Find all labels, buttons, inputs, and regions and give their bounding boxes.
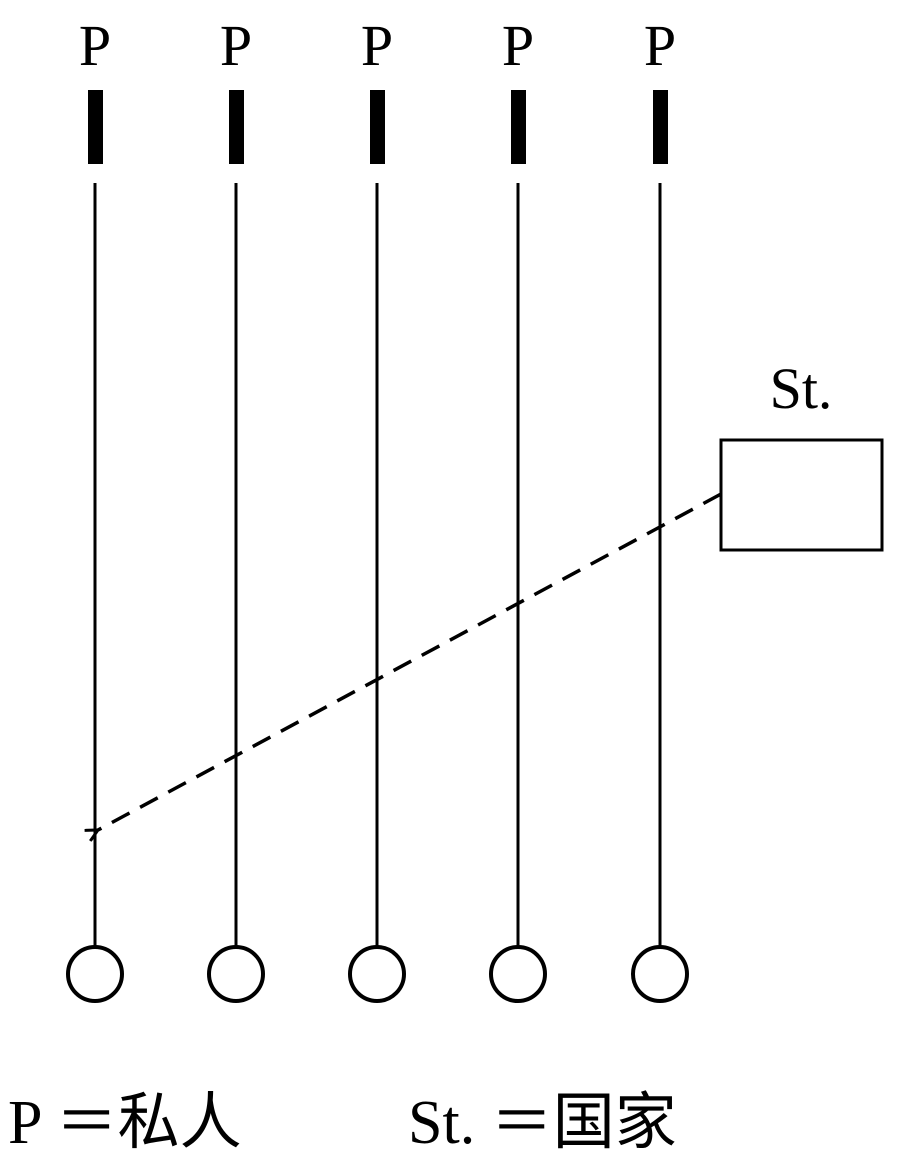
private-marker-bar <box>653 90 668 164</box>
private-circle <box>489 945 547 1003</box>
private-label: P <box>361 13 393 78</box>
state-label: St. <box>770 356 833 421</box>
private-marker-bar <box>370 90 385 164</box>
legend-private: P ＝私人 <box>8 1089 242 1157</box>
state-to-private-arrow <box>98 492 722 830</box>
state-box <box>719 438 884 552</box>
private-circle <box>348 945 406 1003</box>
legend-state: St. ＝国家 <box>408 1089 677 1157</box>
private-label: P <box>502 13 534 78</box>
legend: P ＝私人 St. ＝国家 <box>8 1089 677 1157</box>
private-column: P <box>348 13 406 1003</box>
private-marker-bar <box>229 90 244 164</box>
private-circle <box>66 945 124 1003</box>
private-label: P <box>79 13 111 78</box>
private-circle <box>207 945 265 1003</box>
private-label: P <box>644 13 676 78</box>
private-label: P <box>220 13 252 78</box>
private-circle <box>631 945 689 1003</box>
private-marker-bar <box>88 90 103 164</box>
private-marker-bar <box>511 90 526 164</box>
private-column: P <box>66 13 124 1003</box>
state-node: St. <box>719 356 884 552</box>
private-column: P <box>207 13 265 1003</box>
private-column: P <box>489 13 547 1003</box>
private-column: P <box>631 13 689 1003</box>
